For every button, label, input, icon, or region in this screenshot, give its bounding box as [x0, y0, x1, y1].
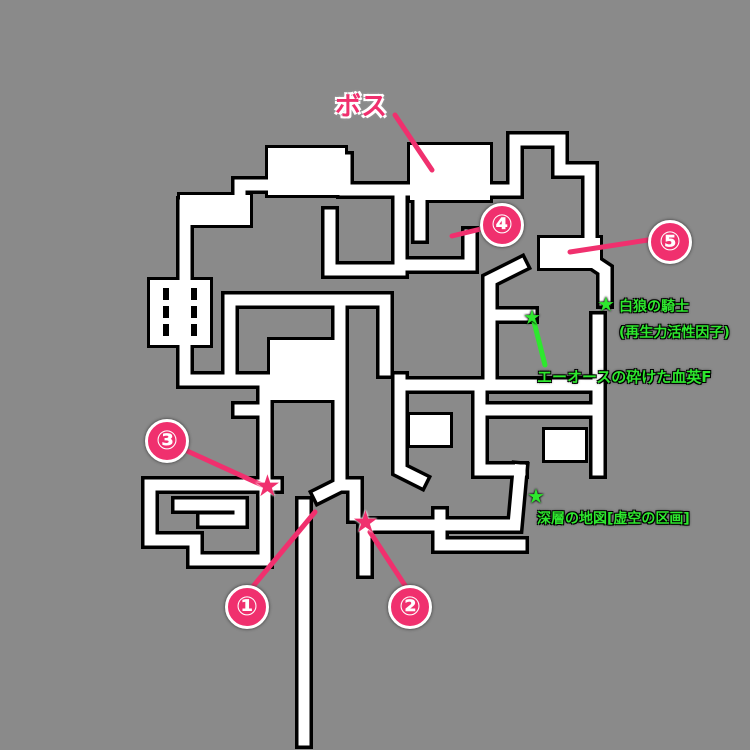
- map-corridor: [321, 206, 409, 279]
- point1-pointer-line: [247, 509, 318, 593]
- point-5-marker: ⑤: [648, 220, 692, 264]
- map-room: [268, 148, 345, 195]
- map-pillar: [163, 288, 169, 300]
- map-pillar: [191, 306, 197, 318]
- green-star-icon: ★: [597, 292, 615, 316]
- map-corridor: [144, 479, 281, 566]
- map-room: [180, 195, 250, 225]
- map-corridor: [394, 184, 476, 271]
- green-star-icon: ★: [527, 484, 545, 508]
- item-white-wolf-knight-sub: (再生力活性因子): [619, 325, 730, 341]
- map-corridor: [364, 464, 526, 531]
- map-pillar: [163, 306, 169, 318]
- boss-pointer-line: [392, 112, 435, 173]
- item-blood-gem: エーオースの砕けた血英F: [537, 368, 712, 386]
- map-pillar: [163, 324, 169, 336]
- point-4-marker: ④: [480, 203, 524, 247]
- map-room: [150, 280, 210, 345]
- point4-pointer-line: [449, 225, 488, 239]
- item-white-wolf-knight: 白狼の騎士: [619, 299, 689, 315]
- point-1-marker: ①: [225, 585, 269, 629]
- green-star-icon: ★: [523, 305, 541, 329]
- map-corridor: [224, 294, 391, 376]
- point-3-marker: ③: [145, 419, 189, 463]
- boss-label: ボス: [335, 92, 388, 122]
- map-pillar: [191, 288, 197, 300]
- map-corridor: [484, 257, 528, 391]
- map-corridor: [324, 209, 406, 276]
- map-corridor: [471, 376, 529, 479]
- map-room: [270, 340, 345, 400]
- point5-pointer-line: [567, 237, 651, 255]
- pink-star-icon: ★: [352, 505, 379, 540]
- map-room: [410, 415, 450, 445]
- map-corridor: [174, 499, 246, 526]
- pink-star-icon: ★: [254, 469, 281, 504]
- pointer-lines: [182, 112, 651, 593]
- point3-pointer-line: [182, 447, 265, 488]
- map-corridor: [312, 479, 361, 521]
- item-depth-map: 深層の地図[虚空の区画]: [537, 511, 690, 527]
- point2-pointer-line: [367, 529, 411, 593]
- map-corridor: [394, 374, 428, 488]
- map-pillar: [191, 324, 197, 336]
- map-corridor: [434, 509, 526, 551]
- map-corridor: [474, 379, 526, 476]
- point-2-marker: ②: [388, 585, 432, 629]
- map-room: [545, 430, 585, 460]
- item-pointer-line: [530, 315, 548, 368]
